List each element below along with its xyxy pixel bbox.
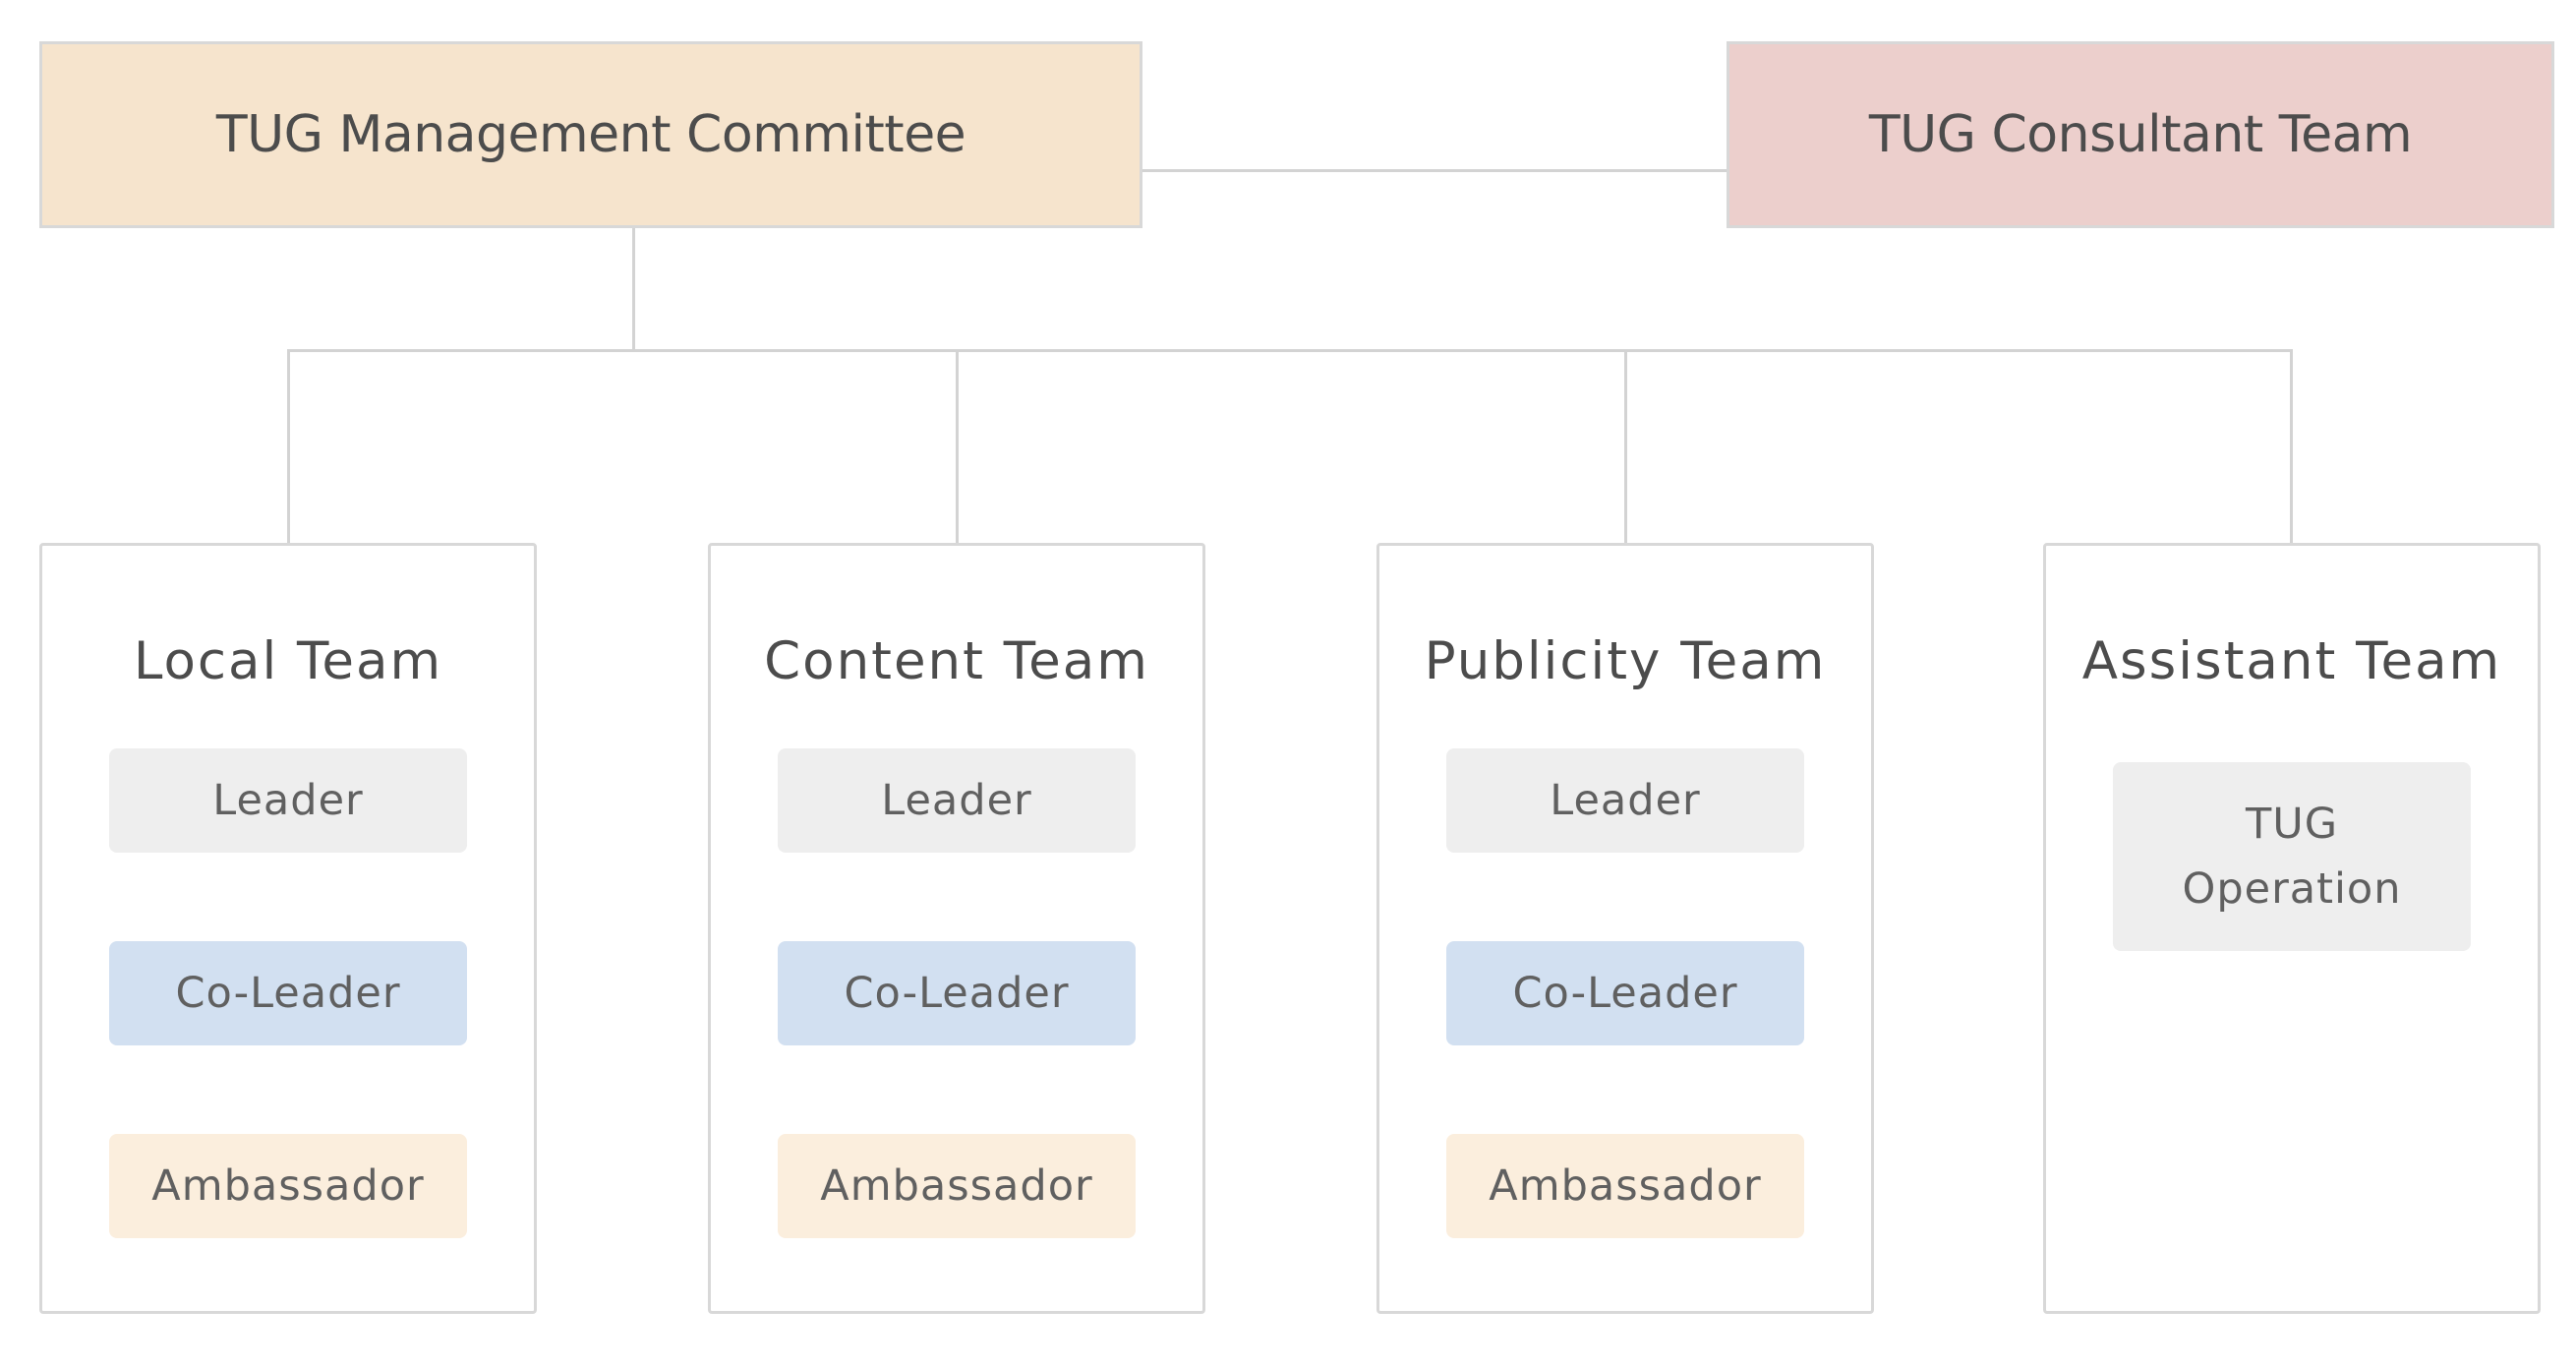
connector-drop-content-team	[956, 349, 959, 543]
local-team-role-ambassador: Ambassador	[109, 1134, 467, 1238]
content-team-role-leader: Leader	[778, 748, 1136, 853]
publicity-team-role-co-leader: Co-Leader	[1446, 941, 1804, 1045]
node-consultant-team: TUG Consultant Team	[1727, 41, 2554, 228]
content-team-title: Content Team	[764, 631, 1149, 691]
node-management-committee: TUG Management Committee	[39, 41, 1142, 228]
management-committee-label: TUG Management Committee	[215, 105, 966, 164]
assistant-team-role-tug-operation: TUG Operation	[2113, 762, 2471, 951]
connector-drop-local-team	[287, 349, 290, 543]
connector-drop-assistant-team	[2290, 349, 2293, 543]
local-team-title: Local Team	[133, 631, 443, 691]
node-assistant-team: Assistant Team TUG Operation	[2043, 543, 2541, 1314]
connector-management-consultant	[1142, 169, 1727, 172]
node-publicity-team: Publicity Team Leader Co-Leader Ambassad…	[1376, 543, 1874, 1314]
publicity-team-role-leader: Leader	[1446, 748, 1804, 853]
content-team-role-ambassador: Ambassador	[778, 1134, 1136, 1238]
consultant-team-label: TUG Consultant Team	[1868, 105, 2413, 164]
local-team-role-leader: Leader	[109, 748, 467, 853]
assistant-team-title: Assistant Team	[2081, 631, 2502, 691]
connector-drop-publicity-team	[1624, 349, 1627, 543]
node-local-team: Local Team Leader Co-Leader Ambassador	[39, 543, 537, 1314]
publicity-team-role-ambassador: Ambassador	[1446, 1134, 1804, 1238]
publicity-team-title: Publicity Team	[1424, 631, 1827, 691]
local-team-role-co-leader: Co-Leader	[109, 941, 467, 1045]
content-team-role-co-leader: Co-Leader	[778, 941, 1136, 1045]
connector-teams-horizontal	[287, 349, 2293, 352]
connector-management-down	[632, 228, 635, 350]
node-content-team: Content Team Leader Co-Leader Ambassador	[708, 543, 1205, 1314]
